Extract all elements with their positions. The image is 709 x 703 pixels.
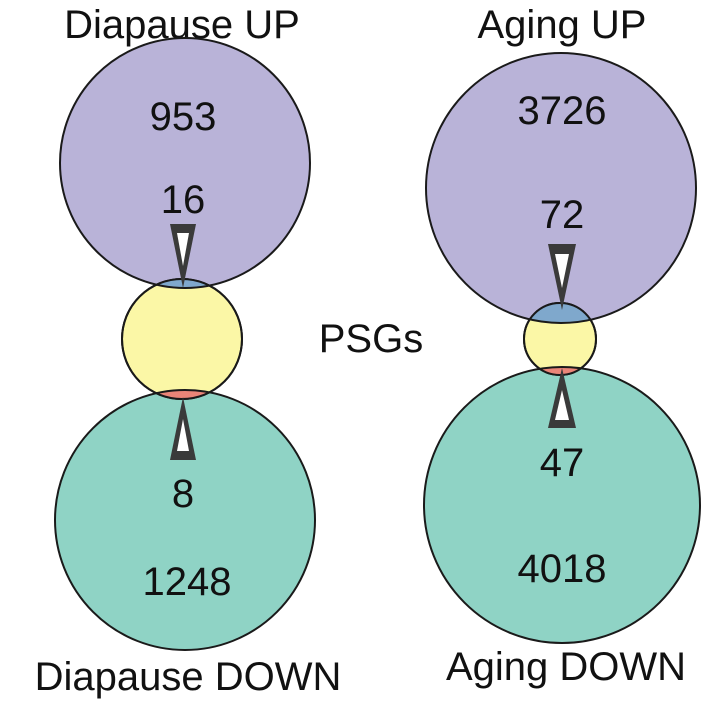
- aging-up-arrow-inner: [555, 254, 569, 288]
- aging-down-title: Aging DOWN: [446, 645, 686, 689]
- diapause-up-count: 953: [150, 95, 217, 139]
- aging-up-overlap: [524, 303, 596, 324]
- aging-group: Aging UP 3726 72 47 4018 Aging DOWN: [423, 3, 701, 689]
- diapause-up-overlap: [122, 279, 242, 289]
- diapause-down-overlap: [122, 389, 242, 399]
- aging-down-overlap: [524, 366, 596, 375]
- aging-up-title: Aging UP: [478, 3, 647, 47]
- aging-down-arrow-inner: [555, 390, 569, 420]
- psg-label: PSGs: [319, 317, 423, 361]
- diapause-down-title: Diapause DOWN: [35, 655, 342, 699]
- aging-down-overlap-count: 47: [540, 441, 585, 485]
- aging-psg-outline: [523, 302, 597, 376]
- diapause-down-count: 1248: [143, 560, 232, 604]
- diapause-group: Diapause UP 953 16 8 1248 Diapause DOWN: [35, 3, 342, 699]
- diapause-down-arrow-inner: [177, 419, 189, 451]
- aging-up-overlap-count: 72: [540, 193, 585, 237]
- diapause-up-arrow-inner: [177, 233, 189, 266]
- diapause-down-overlap-count: 8: [172, 472, 194, 516]
- diapause-up-overlap-count: 16: [161, 178, 206, 222]
- aging-up-count: 3726: [518, 89, 607, 133]
- aging-down-count: 4018: [518, 547, 607, 591]
